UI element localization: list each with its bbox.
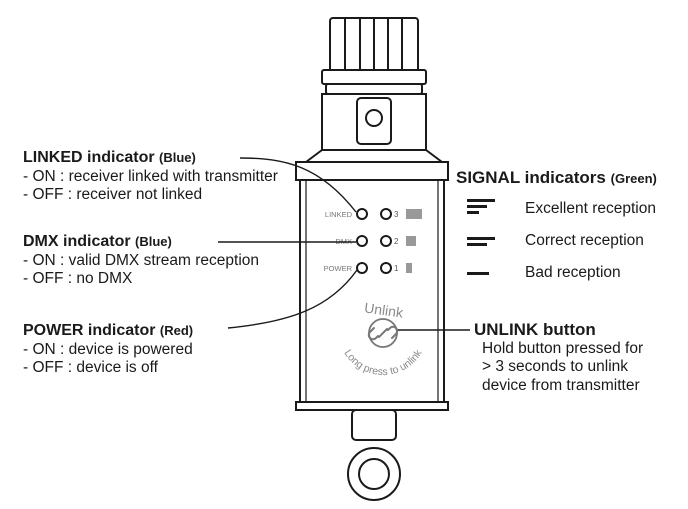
power-color-note: (Red)	[159, 323, 194, 338]
power-leader-line	[227, 269, 358, 329]
signal-number-2: 2	[394, 237, 399, 246]
unlink-desc-line-1: Hold button pressed for	[482, 340, 644, 358]
signal-excellent-label: Excellent reception	[525, 200, 656, 217]
linked-leader-line	[239, 157, 357, 213]
power-led	[356, 262, 368, 274]
signal-bar-icon-3	[406, 209, 422, 219]
signal-excellent-icon	[467, 199, 495, 214]
signal-led-1	[380, 262, 392, 274]
connector-cap	[321, 17, 427, 95]
signal-correct-label: Correct reception	[525, 232, 644, 249]
signal-title: SIGNAL indicators	[456, 168, 606, 187]
bottom-loop	[347, 409, 401, 501]
linked-led	[356, 208, 368, 220]
power-off-text: - OFF : device is off	[23, 359, 158, 377]
signal-correct-icon	[467, 237, 495, 246]
power-title: POWER indicator	[23, 322, 156, 339]
signal-number-1: 1	[394, 264, 399, 273]
led-label-power: POWER	[324, 264, 353, 273]
signal-led-3	[380, 208, 392, 220]
signal-bad-icon	[467, 272, 489, 275]
dmx-on-text: - ON : valid DMX stream reception	[23, 251, 260, 269]
signal-led-2	[380, 235, 392, 247]
dmx-indicator-callout: DMX indicator (Blue) - ON : valid DMX st…	[23, 233, 259, 288]
unlink-desc-line-3: device from transmitter	[482, 376, 640, 394]
signal-color-note: (Green)	[610, 171, 657, 186]
linked-indicator-callout: LINKED indicator (Blue) - ON : receiver …	[23, 149, 278, 204]
dmx-off-text: - OFF : no DMX	[23, 270, 133, 288]
unlink-desc-line-2: > 3 seconds to unlink	[482, 358, 629, 376]
linked-title: LINKED indicator	[23, 149, 155, 166]
signal-number-3: 3	[394, 210, 399, 219]
dmx-led	[356, 235, 368, 247]
signal-bad-label: Bad reception	[525, 264, 621, 281]
unlink-button-callout: UNLINK button Hold button pressed for > …	[474, 320, 643, 395]
signal-bar-icon-2	[406, 236, 416, 246]
unlink-title: UNLINK button	[474, 320, 596, 339]
dmx-color-note: (Blue)	[135, 234, 172, 249]
linked-color-note: (Blue)	[159, 150, 196, 165]
led-label-linked: LINKED	[325, 210, 353, 219]
clamp-section	[305, 93, 443, 163]
linked-on-text: - ON : receiver linked with transmitter	[23, 167, 278, 185]
link-icon	[367, 325, 399, 341]
power-on-text: - ON : device is powered	[23, 340, 193, 358]
signal-bar-icon-1	[406, 263, 412, 273]
power-indicator-callout: POWER indicator (Red) - ON : device is p…	[23, 322, 193, 377]
signal-indicators-callout: SIGNAL indicators (Green)	[456, 168, 657, 188]
dmx-title: DMX indicator	[23, 233, 131, 250]
unlink-word: Unlink	[363, 299, 405, 320]
linked-off-text: - OFF : receiver not linked	[23, 186, 203, 204]
